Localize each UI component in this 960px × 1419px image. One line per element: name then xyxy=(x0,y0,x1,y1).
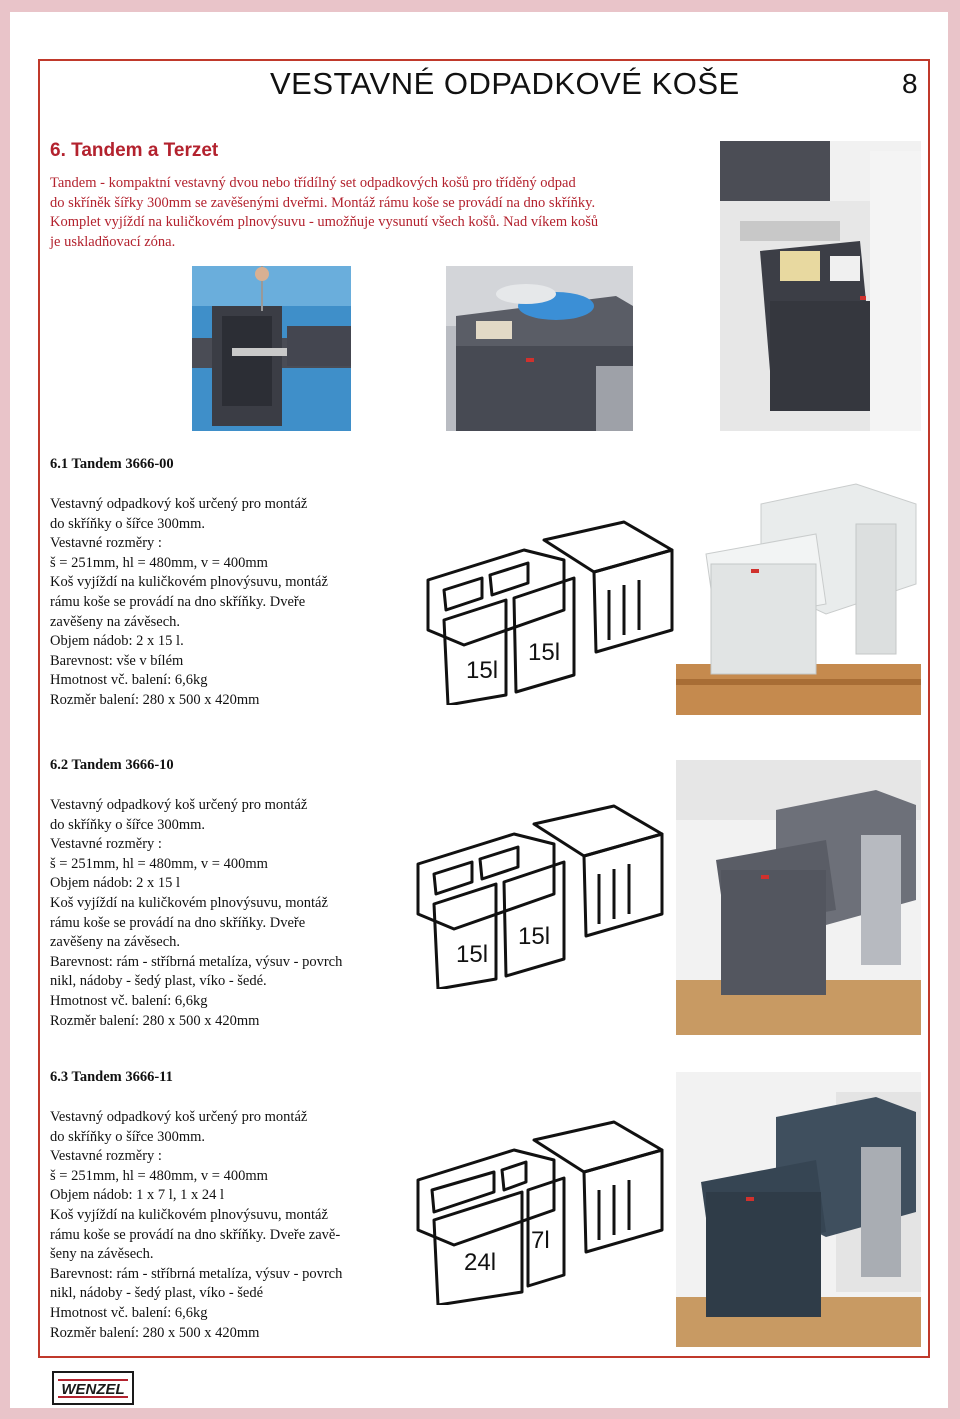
spec-line: Koš vyjíždí na kuličkovém plnovýsuvu, mo… xyxy=(50,574,328,591)
product-spec: Vestavný odpadkový koš určený pro montáž… xyxy=(50,796,410,1031)
intro-line: Tandem - kompaktní vestavný dvou nebo tř… xyxy=(50,175,576,191)
photo-bins-closed xyxy=(446,266,633,431)
photo-bins-kitchen xyxy=(720,141,921,431)
spec-line: Hmotnost vč. balení: 6,6kg xyxy=(50,1304,208,1321)
photo-dark-bins xyxy=(676,1072,921,1347)
product-spec: Vestavný odpadkový koš určený pro montáž… xyxy=(50,495,410,711)
spec-line: rámu koše se provádí na dno skříňky. Dve… xyxy=(50,593,306,610)
spec-line: nikl, nádoby - šedý plast, víko - šedé. xyxy=(50,973,267,990)
spec-line: Hmotnost vč. balení: 6,6kg xyxy=(50,992,208,1009)
spec-line: Objem nádob: 2 x 15 l. xyxy=(50,633,184,650)
intro-line: do skříněk šířky 300mm se zavěšenými dve… xyxy=(50,194,596,211)
line-drawing-two-bins: 15l 15l xyxy=(424,520,674,705)
spec-line: š = 251mm, hl = 480mm, v = 400mm xyxy=(50,855,268,872)
section-heading: 6. Tandem a Terzet xyxy=(50,140,219,161)
spec-line: Hmotnost vč. balení: 6,6kg xyxy=(50,672,208,689)
spec-line: Objem nádob: 2 x 15 l xyxy=(50,875,181,892)
spec-line: š = 251mm, hl = 480mm, v = 400mm xyxy=(50,554,268,571)
spec-line: do skříňky o šířce 300mm. xyxy=(50,515,206,532)
spec-line: Koš vyjíždí na kuličkovém plnovýsuvu, mo… xyxy=(50,1206,328,1223)
bin-volume-label: 15l xyxy=(518,923,550,950)
line-drawing-two-bins: 24l 7l xyxy=(414,1120,664,1305)
spec-line: Barevnost: vše v bílém xyxy=(50,652,184,669)
product-title: 6.1 Tandem 3666-00 xyxy=(50,456,174,472)
spec-line: zavěšeny na závěsech. xyxy=(50,934,181,951)
spec-line: Vestavný odpadkový koš určený pro montáž xyxy=(50,496,308,512)
bin-volume-label: 15l xyxy=(466,657,498,684)
spec-line: Barevnost: rám - stříbrná metalíza, výsu… xyxy=(50,953,343,970)
spec-line: Vestavné rozměry : xyxy=(50,1148,162,1165)
intro-line: Komplet vyjíždí na kuličkovém plnovýsuvu… xyxy=(50,214,599,230)
intro-line: je uskladňovací zóna. xyxy=(50,233,176,250)
logo-text: WENZEL xyxy=(61,1381,124,1398)
page-number: 8 xyxy=(902,68,918,99)
spec-line: Barevnost: rám - stříbrná metalíza, výsu… xyxy=(50,1265,343,1282)
spec-line: Vestavné rozměry : xyxy=(50,836,162,853)
bin-volume-label: 15l xyxy=(456,941,488,968)
bin-volume-label: 24l xyxy=(464,1249,496,1276)
product-spec: Vestavný odpadkový koš určený pro montáž… xyxy=(50,1108,410,1343)
spec-line: š = 251mm, hl = 480mm, v = 400mm xyxy=(50,1167,268,1184)
content-frame xyxy=(38,59,930,1358)
wenzel-logo: WENZEL xyxy=(52,1370,134,1406)
line-drawing-two-bins: 15l 15l xyxy=(414,804,664,989)
product-title: 6.3 Tandem 3666-11 xyxy=(50,1069,173,1085)
spec-line: do skříňky o šířce 300mm. xyxy=(50,1128,206,1145)
spec-line: šeny na závěsech. xyxy=(50,1246,154,1263)
spec-line: Rozměr balení: 280 x 500 x 420mm xyxy=(50,1324,260,1341)
photo-white-bins xyxy=(676,464,921,715)
section-intro: Tandem - kompaktní vestavný dvou nebo tř… xyxy=(50,174,690,252)
spec-line: Rozměr balení: 280 x 500 x 420mm xyxy=(50,1012,260,1029)
spec-line: rámu koše se provádí na dno skříňky. Dve… xyxy=(50,914,306,931)
bin-volume-label: 15l xyxy=(528,639,560,666)
spec-line: Koš vyjíždí na kuličkovém plnovýsuvu, mo… xyxy=(50,894,328,911)
spec-line: Vestavné rozměry : xyxy=(50,535,162,552)
spec-line: zavěšeny na závěsech. xyxy=(50,613,181,630)
photo-grey-bins xyxy=(676,760,921,1035)
spec-line: rámu koše se provádí na dno skříňky. Dve… xyxy=(50,1226,341,1243)
spec-line: Objem nádob: 1 x 7 l, 1 x 24 l xyxy=(50,1187,224,1204)
spec-line: Rozměr balení: 280 x 500 x 420mm xyxy=(50,691,260,708)
photo-bin-handle xyxy=(192,266,351,431)
spec-line: do skříňky o šířce 300mm. xyxy=(50,816,206,833)
spec-line: nikl, nádoby - šedý plast, víko - šedé xyxy=(50,1285,264,1302)
spec-line: Vestavný odpadkový koš určený pro montáž xyxy=(50,1109,308,1125)
bin-volume-label: 7l xyxy=(531,1227,550,1254)
page-title: VESTAVNÉ ODPADKOVÉ KOŠE xyxy=(270,66,740,101)
product-title: 6.2 Tandem 3666-10 xyxy=(50,757,174,773)
spec-line: Vestavný odpadkový koš určený pro montáž xyxy=(50,797,308,813)
